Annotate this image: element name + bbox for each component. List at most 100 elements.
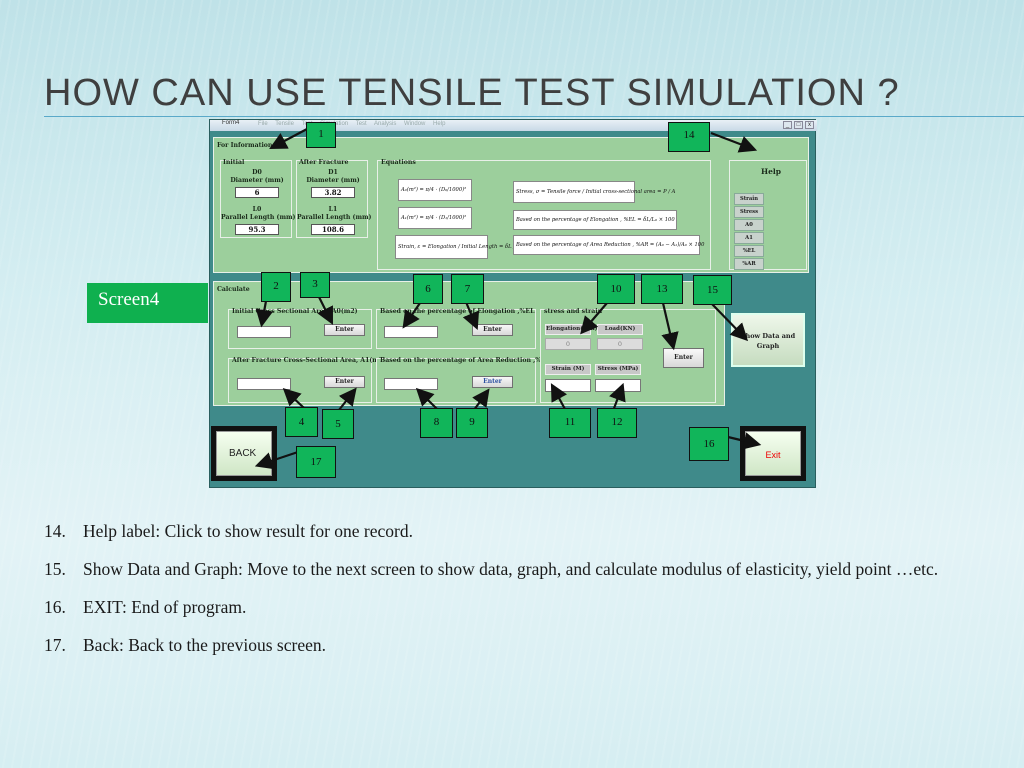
equation-a1: A₁(m²) = π/4 · (D₁/1000)²: [398, 207, 472, 229]
list-item: 15. Show Data and Graph: Move to the nex…: [44, 550, 944, 588]
initial-area-group: Initial Cross Sectional Area, A0(m2) Ent…: [228, 308, 372, 349]
for-information-label: For Information: [217, 142, 273, 149]
callout-12: 12: [597, 408, 637, 438]
area-reduction-label: Based on the percentage of Area Reductio…: [380, 357, 552, 364]
exit-button[interactable]: Exit: [740, 426, 806, 481]
arrow-14: [710, 131, 758, 153]
equation-a0: A₀(m²) = π/4 · (D₀/1000)²: [398, 179, 472, 201]
app-window: Form4 File Tensile Test Simulation Test …: [209, 119, 817, 488]
arrow-8: [415, 387, 439, 411]
area-reduction-group: Based on the percentage of Area Reductio…: [376, 357, 551, 403]
close-button[interactable]: x: [805, 121, 814, 129]
list-item-text: Help label: Click to show result for one…: [83, 521, 413, 541]
calculate-label: Calculate: [217, 286, 250, 293]
elongation-enter-button[interactable]: Enter: [472, 324, 513, 336]
stress-mpa-label: Stress (MPa): [595, 364, 641, 375]
elongation-label: Based on the percentage of Elongation ,%…: [380, 308, 535, 315]
description-list: 14. Help label: Click to show result for…: [44, 512, 944, 664]
callout-4: 4: [285, 407, 318, 437]
after-area-enter-button[interactable]: Enter: [324, 376, 365, 388]
initial-group: Initial D0 Diameter (mm) 6 L0 Parallel L…: [220, 159, 296, 238]
callout-17: 17: [296, 446, 336, 478]
help-group: Help Strain (M) Stress A0 A1 %EL %AR: [729, 160, 807, 270]
list-item-number: 17.: [44, 635, 66, 655]
window-title: Form4: [222, 120, 240, 126]
d0-label: D0: [252, 169, 262, 176]
help-stress-button[interactable]: Stress: [734, 206, 764, 218]
maximize-button[interactable]: □: [794, 121, 803, 129]
help-a0-button[interactable]: A0: [734, 219, 764, 231]
callout-1: 1: [306, 122, 336, 148]
arrow-17: [254, 450, 299, 470]
arrow-10: [580, 302, 608, 335]
list-item-text: Show Data and Graph: Move to the next sc…: [83, 559, 939, 579]
list-item: 16. EXIT: End of program.: [44, 588, 944, 626]
help-a1-button[interactable]: A1: [734, 232, 764, 244]
callout-6: 6: [413, 274, 443, 304]
equations-group: Equations A₀(m²) = π/4 · (D₀/1000)² A₁(m…: [377, 159, 711, 270]
list-item-number: 14.: [44, 521, 66, 541]
stress-strain-label: stress and strain: [544, 308, 603, 315]
initial-area-enter-button[interactable]: Enter: [324, 324, 365, 336]
after-fracture-label: After Fracture: [299, 159, 349, 166]
arrow-16: [727, 432, 762, 450]
callout-2: 2: [261, 272, 291, 302]
initial-area-label: Initial Cross Sectional Area, A0(m2): [232, 308, 358, 315]
d1-label: D1: [328, 169, 338, 176]
l1-sub-label: Parallel Length (mm): [297, 214, 372, 221]
arrow-1: [269, 128, 308, 150]
help-label[interactable]: Help: [761, 167, 781, 176]
equation-stress: Stress, σ = Tensile force / Initial cros…: [513, 181, 675, 203]
arrow-15: [711, 303, 749, 342]
callout-16: 16: [689, 427, 729, 461]
area-reduction-output: [384, 378, 438, 390]
arrow-11: [550, 383, 568, 412]
callout-14: 14: [668, 122, 710, 152]
arrow-4: [282, 387, 305, 409]
list-item-text: Back: Back to the previous screen.: [83, 635, 326, 655]
list-item-number: 16.: [44, 597, 66, 617]
l1-label: L1: [328, 206, 338, 213]
elongation-group: Based on the percentage of Elongation ,%…: [376, 308, 536, 349]
help-ar-button[interactable]: %AR: [734, 258, 764, 270]
l1-value: 108.6: [311, 224, 355, 235]
callout-5: 5: [322, 409, 354, 439]
after-area-label: After Fracture Cross-Sectional Area, A1(…: [232, 357, 387, 364]
l0-value: 95.3: [235, 224, 279, 235]
slide-title: How can use tensile test simulation ?: [44, 72, 900, 114]
equation-strain: Strain, ε = Elongation / Initial Length …: [395, 235, 520, 259]
list-item: 14. Help label: Click to show result for…: [44, 512, 944, 550]
stress-strain-enter-button[interactable]: Enter: [663, 348, 704, 368]
arrow-3: [317, 296, 333, 325]
d1-value: 3.82: [311, 187, 355, 198]
window-titlebar: Form4 File Tensile Test Simulation Test …: [210, 120, 817, 131]
elongation-mm-input[interactable]: 0: [545, 338, 591, 350]
menu-bar[interactable]: File Tensile Test Simulation Test Analys…: [258, 121, 446, 127]
callout-7: 7: [451, 274, 484, 304]
d0-sub-label: Diameter (mm): [230, 177, 284, 184]
area-reduction-enter-button[interactable]: Enter: [472, 376, 513, 388]
arrow-13: [661, 302, 679, 351]
help-el-button[interactable]: %EL: [734, 245, 764, 257]
initial-label: Initial: [223, 159, 245, 166]
equation-area-reduction: Based on the percentage of Area Reductio…: [513, 235, 704, 255]
equation-elongation: Based on the percentage of Elongation , …: [513, 210, 677, 230]
minimize-button[interactable]: _: [783, 121, 792, 129]
l0-label: L0: [252, 206, 262, 213]
l0-sub-label: Parallel Length (mm): [221, 214, 296, 221]
callout-9: 9: [456, 408, 488, 438]
callout-10: 10: [597, 274, 635, 304]
stress-strain-group: stress and strain Elongation(mm) Load(KN…: [540, 308, 716, 403]
screen-label: Screen4: [87, 283, 208, 323]
callout-3: 3: [300, 272, 330, 298]
arrow-5: [338, 387, 357, 411]
arrow-7: [462, 301, 480, 331]
arrow-6: [402, 302, 421, 329]
after-fracture-group: After Fracture D1 Diameter (mm) 3.82 L1 …: [296, 159, 372, 238]
for-information-group: For Information Initial D0 Diameter (mm)…: [213, 137, 809, 273]
load-kn-input[interactable]: 0: [597, 338, 643, 350]
callout-11: 11: [549, 408, 591, 438]
list-item-number: 15.: [44, 559, 66, 579]
d0-value: 6: [235, 187, 279, 198]
